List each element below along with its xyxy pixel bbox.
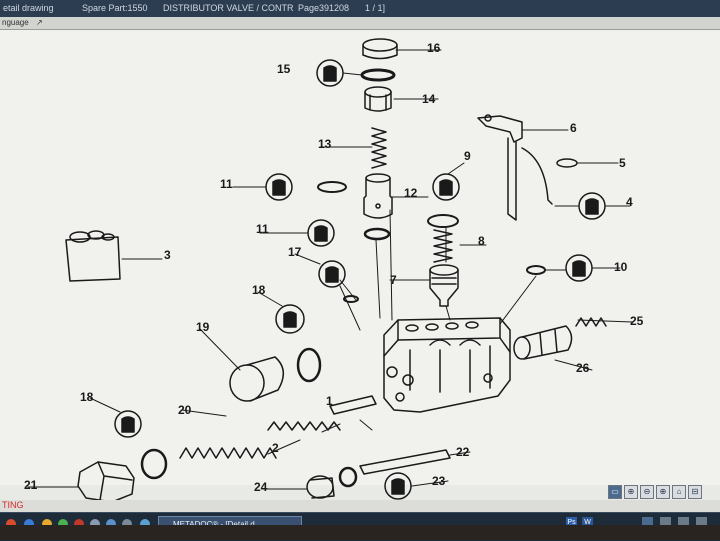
label-14: 14 <box>422 92 436 106</box>
explorer-icon[interactable] <box>42 519 52 529</box>
photoshop-icon[interactable]: Ps <box>566 517 577 528</box>
status-text: TING <box>2 500 24 510</box>
exploded-view-drawing: 1 2 3 4 5 6 7 8 9 10 11 11 12 13 14 15 1… <box>24 38 644 503</box>
part-5-pin[interactable] <box>521 147 578 205</box>
label-1: 1 <box>326 394 333 408</box>
zoom-area-icon[interactable]: ⊕ <box>656 485 670 499</box>
label-18-lower: 18 <box>80 390 94 404</box>
part-13-spring[interactable] <box>371 127 387 169</box>
part-25-spring[interactable] <box>575 317 607 327</box>
fit-page-icon[interactable]: ▭ <box>608 485 622 499</box>
part-16-cap[interactable] <box>362 38 398 60</box>
taskbar-app-label: METADOC® - [Detail d... <box>173 520 261 529</box>
title-page: Page391208 <box>298 3 350 13</box>
label-19: 19 <box>196 320 210 334</box>
label-4: 4 <box>626 195 633 209</box>
folder-icon[interactable] <box>122 519 132 529</box>
label-23: 23 <box>432 474 446 488</box>
part-14-nut[interactable] <box>364 86 392 112</box>
print-icon[interactable]: ⊟ <box>688 485 702 499</box>
part-22-stem[interactable] <box>359 449 451 475</box>
media-icon[interactable] <box>140 519 150 529</box>
acrobat-icon[interactable] <box>90 519 100 529</box>
part-12-valve-body[interactable] <box>363 173 393 219</box>
title-bar: etail drawing Spare Part:1550 DISTRIBUTO… <box>0 0 720 17</box>
system-tray: Ps W <box>560 517 720 531</box>
zoom-in-icon[interactable]: ⊕ <box>624 485 638 499</box>
ie-icon[interactable] <box>24 519 34 529</box>
part-3-seal-kit[interactable] <box>65 230 121 282</box>
label-6: 6 <box>570 121 577 135</box>
label-2: 2 <box>272 441 279 455</box>
kit-symbol-icons <box>114 59 606 500</box>
part-10-ring[interactable] <box>526 265 546 275</box>
title-page-of: 1 / 1] <box>365 3 386 13</box>
part-15-ring[interactable] <box>360 68 396 82</box>
part-24-plug[interactable] <box>306 475 335 499</box>
label-21: 21 <box>24 478 38 492</box>
label-24: 24 <box>254 480 268 494</box>
opera-icon[interactable] <box>74 519 84 529</box>
main-housing[interactable] <box>383 317 511 413</box>
label-17: 17 <box>288 245 302 259</box>
label-9: 9 <box>464 149 471 163</box>
label-3: 3 <box>164 248 171 262</box>
part-6-lever[interactable] <box>477 114 523 221</box>
title-spare-part: Spare Part:1550 <box>82 3 148 13</box>
part-19-plug[interactable] <box>229 356 284 402</box>
part-11-oring-upper[interactable] <box>317 181 347 193</box>
word-icon[interactable]: W <box>582 517 593 528</box>
title-doc-name: etail drawing <box>3 3 54 13</box>
title-part-name: DISTRIBUTOR VALVE / CONTR <box>163 3 294 13</box>
menu-item-language[interactable]: nguage <box>2 18 29 27</box>
part-21-nut[interactable] <box>77 461 135 503</box>
menu-arrow-icon[interactable]: ↗ <box>36 18 43 27</box>
label-20: 20 <box>178 403 192 417</box>
part-7-valve[interactable] <box>429 264 459 307</box>
label-22: 22 <box>456 445 470 459</box>
zoom-toolbar: ▭ ⊕ ⊖ ⊕ ⌂ ⊟ <box>608 485 708 499</box>
label-5: 5 <box>619 156 626 170</box>
label-26: 26 <box>576 361 590 375</box>
home-icon[interactable]: ⌂ <box>672 485 686 499</box>
part-20-spring[interactable] <box>179 447 277 459</box>
zoom-out-icon[interactable]: ⊖ <box>640 485 654 499</box>
part-2-spring[interactable] <box>267 421 341 431</box>
label-25: 25 <box>630 314 644 328</box>
tray-network-icon[interactable] <box>660 517 671 528</box>
tray-power-icon[interactable] <box>696 517 707 528</box>
part-18-ring-lower[interactable] <box>140 448 168 480</box>
part-26-piston[interactable] <box>513 325 573 360</box>
label-13: 13 <box>318 137 332 151</box>
chrome-icon[interactable] <box>58 519 68 529</box>
tray-volume-icon[interactable] <box>678 517 689 528</box>
part-23-ring[interactable] <box>338 466 358 488</box>
label-18-upper: 18 <box>252 283 266 297</box>
menu-bar: nguage ↗ <box>0 17 720 30</box>
label-11-lower: 11 <box>256 222 269 236</box>
part-17-ring[interactable] <box>343 295 359 303</box>
tray-app-icon[interactable] <box>642 517 653 528</box>
label-15: 15 <box>277 62 291 76</box>
label-8: 8 <box>478 234 485 248</box>
part-18-ring-upper[interactable] <box>296 347 322 383</box>
part-1-stem[interactable] <box>329 395 377 415</box>
label-12: 12 <box>404 186 418 200</box>
label-16: 16 <box>427 41 441 55</box>
leader-lines <box>27 49 633 490</box>
monitor-bezel <box>0 525 720 540</box>
label-11-upper: 11 <box>220 177 233 191</box>
app-icon[interactable] <box>106 519 116 529</box>
status-bar: TING <box>0 500 720 512</box>
label-10: 10 <box>614 260 628 274</box>
part-9-ring[interactable] <box>427 214 459 228</box>
label-7: 7 <box>390 273 397 287</box>
drawing-canvas[interactable]: 1 2 3 4 5 6 7 8 9 10 11 11 12 13 14 15 1… <box>0 30 720 503</box>
start-icon[interactable] <box>6 519 16 529</box>
part-8-spring[interactable] <box>433 229 453 263</box>
part-11-oring-lower[interactable] <box>363 227 391 241</box>
